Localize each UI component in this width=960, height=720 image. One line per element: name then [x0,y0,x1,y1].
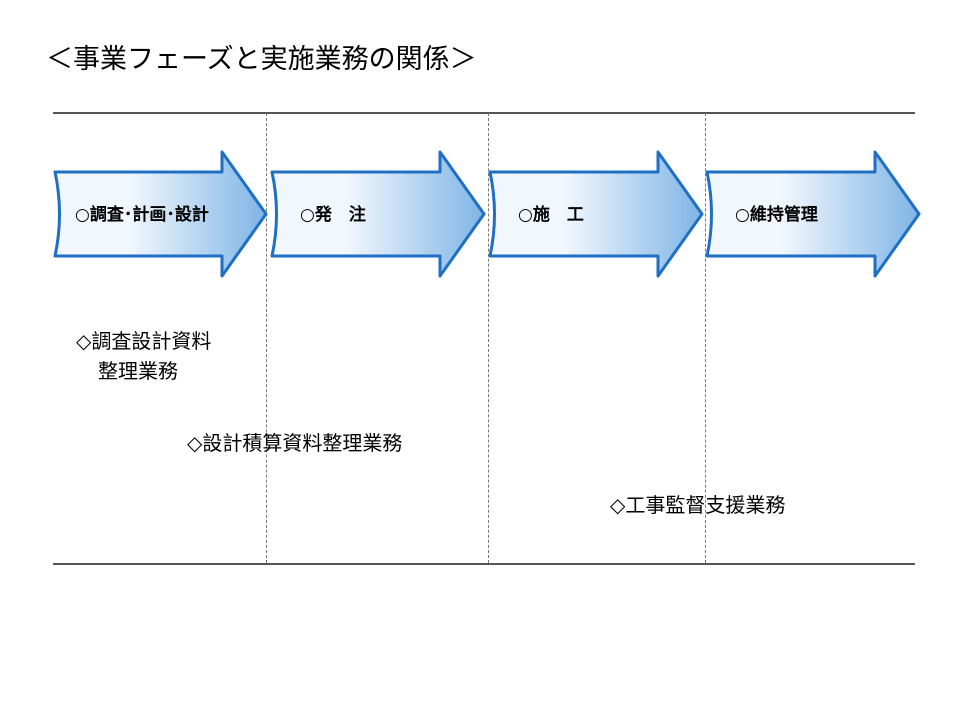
bottom-rule-line [53,563,915,565]
phase-arrow-maintenance [705,150,921,278]
phase-divider-1 [266,113,267,563]
task-survey-design-line2: 整理業務 [98,359,178,383]
task-construction-supervision-support: ◇工事監督支援業務 [610,493,786,517]
top-rule-line [53,112,915,114]
page-title: ＜事業フェーズと実施業務の関係＞ [46,44,477,75]
phase-label-ordering: ○発 注 [300,205,366,225]
phase-arrow-survey-planning-design [53,150,268,278]
task-survey-design-data-organization: ◇調査設計資料 整理業務 [76,326,211,386]
phase-label-construction: ○施 工 [518,205,584,225]
phase-divider-3 [705,113,706,563]
phase-label-survey-planning-design: ○調査･計画･設計 [75,205,209,225]
phase-arrow-construction [488,150,704,278]
phase-divider-2 [488,113,489,563]
task-design-estimation-data-organization: ◇設計積算資料整理業務 [187,431,403,455]
task-survey-design-line1: ◇調査設計資料 [76,329,212,353]
phase-label-maintenance: ○維持管理 [735,205,818,225]
phase-arrow-ordering [270,150,486,278]
